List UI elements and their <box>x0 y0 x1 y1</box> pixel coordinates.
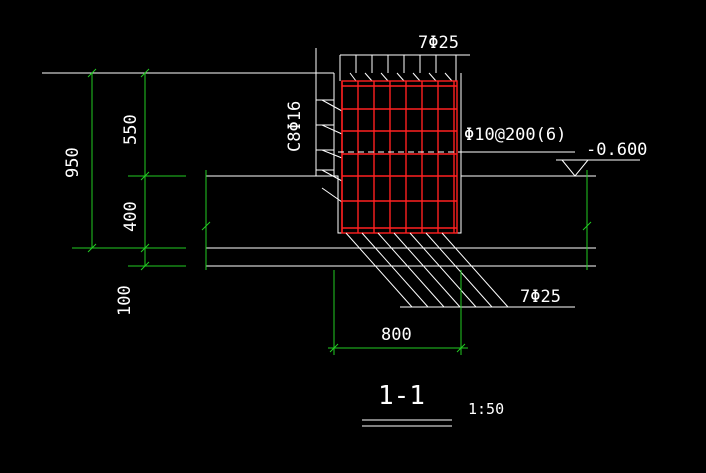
side-ticks <box>201 170 592 270</box>
elevation-marker <box>556 159 640 177</box>
dim-slab: 100 <box>115 285 135 316</box>
scale-label: 1:50 <box>468 400 504 418</box>
top-bar-leaders <box>339 54 470 82</box>
side-bar-leaders <box>316 99 343 203</box>
rebar-cage <box>341 80 458 234</box>
beam-outline <box>315 48 462 234</box>
bottom-bar-leaders <box>345 232 575 308</box>
ground-lines <box>42 72 596 267</box>
title-underline <box>362 419 452 427</box>
section-title: 1-1 <box>378 381 425 411</box>
width-dimension <box>328 270 468 355</box>
stirrup-label: C8Φ16 <box>285 101 305 152</box>
dim-upper: 550 <box>121 114 141 145</box>
dim-width: 800 <box>381 325 412 345</box>
left-dimensions <box>72 68 186 271</box>
bottom-bar-label: 7Φ25 <box>520 287 561 307</box>
dim-total: 950 <box>63 147 83 178</box>
top-bar-label: 7Φ25 <box>418 33 459 53</box>
dim-lower: 400 <box>121 201 141 232</box>
elevation-label: -0.600 <box>586 140 647 160</box>
distribution-label: Φ10@200(6) <box>464 125 566 145</box>
